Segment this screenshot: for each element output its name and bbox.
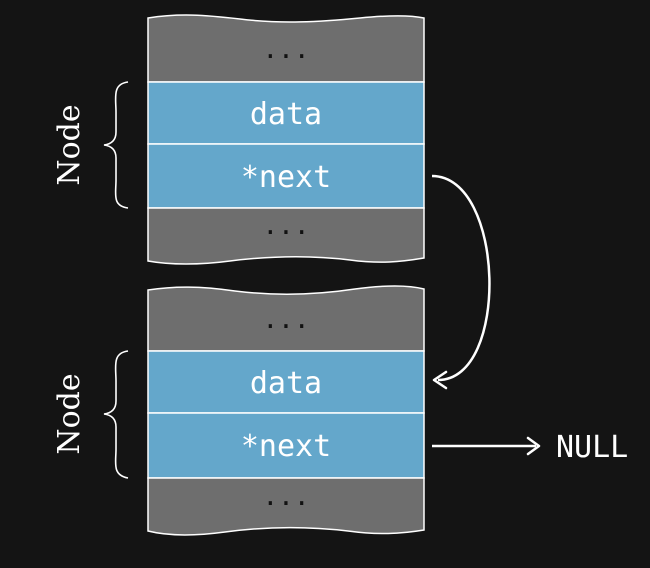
block-2-top-padding [147, 285, 425, 352]
block-1-bottom-ellipsis: ... [263, 211, 310, 241]
node-1-brace-icon [103, 81, 129, 209]
node-2-label: Node [52, 373, 87, 454]
block-1-data-field [147, 81, 425, 145]
next-pointer-arrow [431, 174, 491, 390]
block-2-next-label: *next [241, 429, 331, 464]
block-2-data-label: data [250, 366, 322, 401]
block-2-data-field [147, 350, 425, 414]
block-1-top-ellipsis: ... [263, 35, 310, 65]
null-pointer-arrowhead-icon [526, 436, 541, 456]
block-2-top-ellipsis: ... [263, 305, 310, 335]
memory-block-1: ... data *next ... [147, 14, 425, 265]
next-pointer-curve [431, 174, 491, 382]
block-1-bottom-padding [147, 207, 425, 265]
block-1-data-label: data [250, 97, 322, 132]
node-2-brace-group: Node [52, 350, 129, 479]
next-pointer-arrowhead-icon [432, 370, 448, 390]
block-1-next-label: *next [241, 160, 331, 195]
null-pointer-arrow [432, 436, 541, 456]
node-2-brace-icon [103, 350, 129, 479]
node-1-brace-group: Node [52, 81, 129, 209]
null-label: NULL [556, 430, 628, 465]
block-2-bottom-ellipsis: ... [263, 482, 310, 512]
memory-block-2: ... data *next ... [147, 285, 425, 536]
node-1-label: Node [52, 104, 87, 185]
block-2-bottom-padding [147, 477, 425, 536]
block-2-next-field [147, 412, 425, 479]
block-1-top-padding [147, 14, 425, 83]
